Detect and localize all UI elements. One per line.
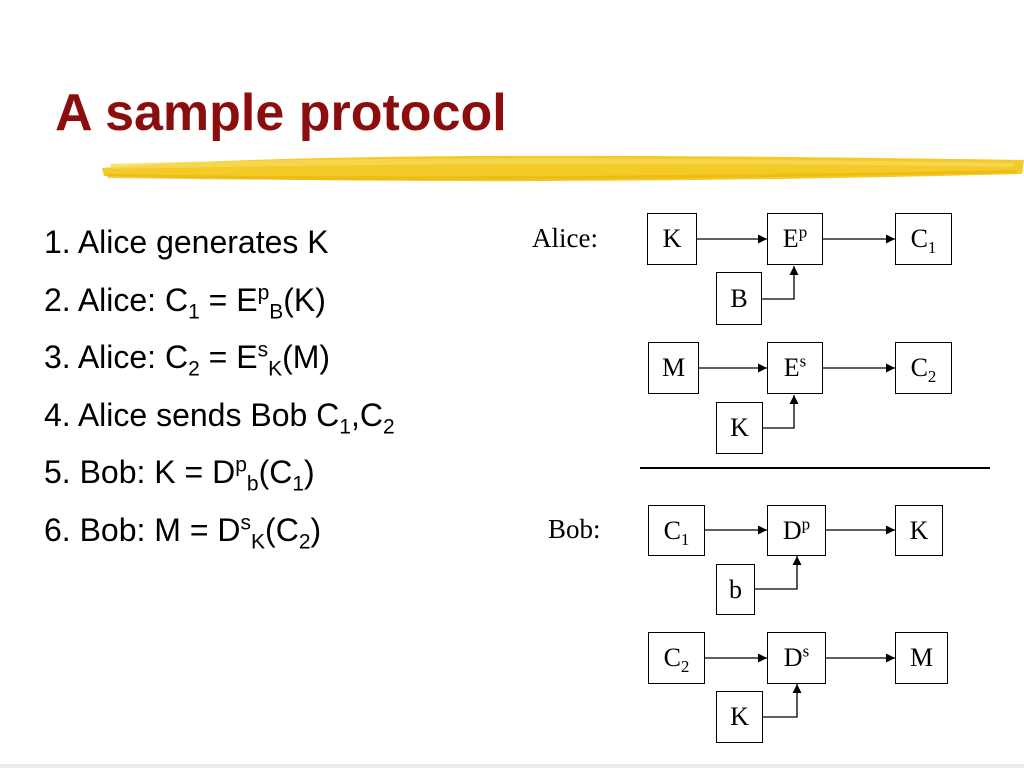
alice-bob-public-key-box: B (716, 272, 762, 325)
bob-message-output-box: M (895, 632, 948, 684)
slide-title: A sample protocol (55, 84, 507, 142)
protocol-step: 3. Alice: C2 = EsK(M) (44, 338, 331, 381)
protocol-step: 1. Alice generates K (44, 224, 329, 260)
key-arrow (763, 684, 802, 718)
protocol-step: 4. Alice sends Bob C1,C2 (44, 396, 395, 438)
protocol-step: 5. Bob: K = Dpb(C1) (44, 453, 315, 496)
bob-private-key-box: b (716, 564, 755, 615)
key-arrow (762, 266, 799, 300)
alice-symmetric-key-box: K (716, 402, 763, 454)
title-underline (102, 155, 1024, 182)
alice-c2-output-box: C2 (895, 342, 952, 394)
protocol-steps: 1. Alice generates K 2. Alice: C1 = EpB(… (44, 220, 395, 565)
bob-label: Bob: (548, 514, 601, 544)
alice-c1-output-box: C1 (895, 213, 952, 265)
protocol-step: 2. Alice: C1 = EpB(K) (44, 280, 326, 323)
bob-public-decrypt-box: Dp (767, 505, 826, 556)
alice-public-encrypt-box: Ep (767, 213, 823, 265)
bob-symmetric-key-box: K (716, 691, 763, 743)
protocol-step: 6. Bob: M = DsK(C2) (44, 510, 322, 553)
bob-key-output-box: K (895, 505, 943, 556)
alice-symmetric-encrypt-box: Es (767, 342, 823, 394)
bob-symmetric-decrypt-box: Ds (767, 632, 826, 684)
alice-message-input-box: M (648, 342, 699, 394)
key-arrow (755, 556, 802, 590)
alice-key-input-box: K (647, 213, 697, 265)
bob-c2-input-box: C2 (648, 632, 705, 684)
bob-c1-input-box: C1 (648, 505, 705, 556)
key-arrow (763, 395, 799, 429)
alice-label: Alice: (532, 223, 598, 253)
bottom-rule (0, 764, 1024, 768)
